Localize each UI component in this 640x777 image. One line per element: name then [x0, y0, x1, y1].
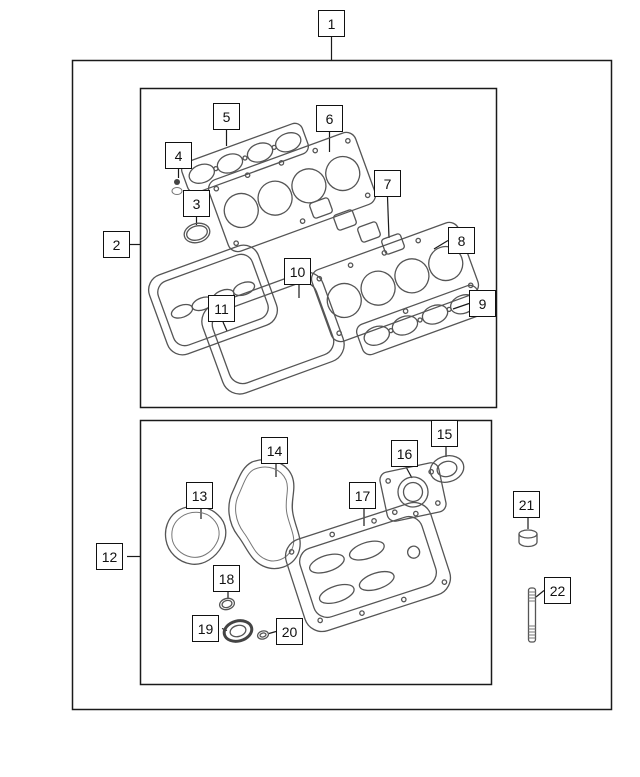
callout-17[interactable]: 17	[349, 482, 376, 509]
callout-20[interactable]: 20	[276, 618, 303, 645]
part-17-oil-pan-gasket	[284, 501, 452, 633]
callout-4[interactable]: 4	[165, 142, 192, 169]
part-9-exhaust-manifold-gasket-right	[353, 282, 487, 358]
leader-8	[433, 239, 449, 250]
callout-5[interactable]: 5	[213, 103, 240, 130]
callout-11[interactable]: 11	[208, 295, 235, 322]
callout-8[interactable]: 8	[448, 227, 475, 254]
part-22-stud	[527, 587, 537, 643]
part-14-timing-cover-gasket	[228, 459, 301, 570]
upper-gasket-group-frame	[139, 87, 498, 409]
part-10-valve-cover-gasket	[201, 271, 345, 395]
leader-11	[222, 321, 228, 332]
outer-border	[71, 59, 613, 711]
callout-10[interactable]: 10	[284, 258, 311, 285]
callout-22[interactable]: 22	[544, 577, 571, 604]
callout-1[interactable]: 1	[318, 10, 345, 37]
part-13-cover-gasket	[164, 505, 227, 565]
leader-7	[386, 196, 390, 239]
callout-15[interactable]: 15	[431, 420, 458, 447]
callout-2[interactable]: 2	[103, 231, 130, 258]
callout-13[interactable]: 13	[186, 482, 213, 509]
callout-6[interactable]: 6	[316, 105, 343, 132]
callout-16[interactable]: 16	[391, 440, 418, 467]
part-19-seal	[222, 619, 254, 643]
leader-16	[405, 466, 413, 479]
part-20-oring	[256, 630, 270, 640]
part-5-exhaust-manifold-gasket-left	[178, 120, 312, 196]
part-4-small-plug	[171, 179, 183, 195]
leader-20	[268, 630, 277, 635]
callout-12[interactable]: 12	[96, 543, 123, 570]
part-16-seal-retainer	[379, 462, 447, 522]
callout-14[interactable]: 14	[261, 437, 288, 464]
part-11-valve-cover-gasket	[147, 244, 279, 356]
part-21-cup-plug	[518, 529, 538, 548]
callout-19[interactable]: 19	[192, 615, 219, 642]
part-6-cylinder-head-gasket-left	[205, 128, 379, 256]
part-3-oring	[183, 222, 211, 244]
leader-9	[452, 302, 470, 310]
callout-7[interactable]: 7	[374, 170, 401, 197]
leader-22	[535, 590, 545, 598]
lower-gasket-group-frame	[139, 419, 493, 686]
callout-3[interactable]: 3	[183, 190, 210, 217]
callout-9[interactable]: 9	[469, 290, 496, 317]
callout-18[interactable]: 18	[213, 565, 240, 592]
part-7-port-gaskets	[309, 197, 405, 255]
callout-21[interactable]: 21	[513, 491, 540, 518]
part-15-crankshaft-seal	[429, 455, 465, 483]
part-18-oring	[218, 597, 236, 611]
